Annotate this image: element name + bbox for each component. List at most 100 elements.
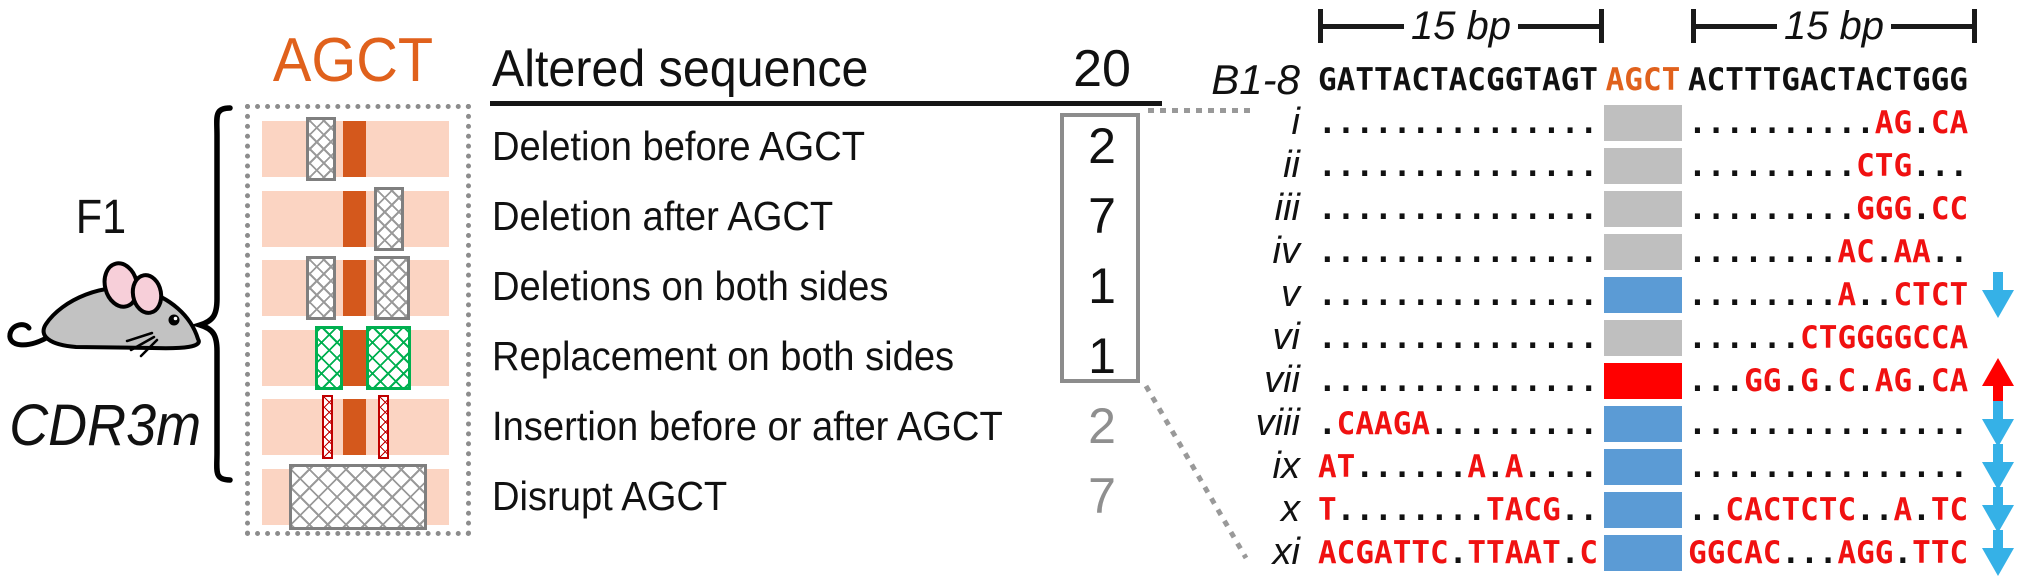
- reference-right-sequence: ACTTTGACTACTGGG: [1687, 61, 1968, 98]
- clone-left-sequence: ...............: [1318, 276, 1599, 313]
- clone-id: ii: [1283, 144, 1300, 186]
- clone-id: iii: [1274, 187, 1300, 229]
- clone-right-sequence: ..CACTCTC..A.TC: [1688, 491, 1969, 528]
- clone-left-sequence: ...............: [1318, 190, 1599, 227]
- alteration-label-replacement-both: Replacement on both sides: [492, 333, 955, 379]
- agct-stripe: [343, 260, 366, 316]
- clone-id: ix: [1272, 445, 1300, 487]
- alteration-label-insertion-both: Insertion before or after AGCT: [492, 403, 1003, 449]
- grouping-brace: [192, 105, 233, 483]
- clone-row-ii: ii............... .........CTG...: [1150, 144, 2030, 187]
- clone-right-sequence: ..........AG.CA: [1688, 104, 1969, 141]
- schematic-bar-disrupt: [262, 464, 449, 530]
- alteration-hatch-box: [306, 117, 336, 181]
- alteration-label-deletion-before: Deletion before AGCT: [492, 123, 866, 169]
- clone-left-sequence: ...............: [1318, 147, 1599, 184]
- reference-motif: AGCT: [1605, 61, 1681, 98]
- mouse-icon: [7, 261, 201, 358]
- clone-id: viii: [1255, 402, 1300, 444]
- header-rule: [490, 101, 1162, 106]
- clone-row-v: v............... ........A..CTCT: [1150, 271, 2030, 318]
- motif-box-gray: [1604, 319, 1683, 356]
- alteration-hatch-box: [322, 395, 333, 459]
- alteration-count-disrupt: 7: [1088, 468, 1116, 524]
- alteration-label-deletion-after: Deletion after AGCT: [492, 193, 834, 239]
- clone-id: xi: [1272, 531, 1300, 573]
- down-arrow-icon: [1980, 443, 2016, 490]
- total-count: 20: [1073, 40, 1131, 98]
- up-arrow-icon: [1980, 357, 2016, 404]
- clone-row-iii: iii........................GGG.CC: [1150, 187, 2030, 230]
- arrow-spacer: [1980, 315, 2016, 361]
- ruler-left-label: 15 bp: [1410, 3, 1512, 48]
- schematic-bar-deletion-both: [262, 256, 449, 320]
- alteration-count-deletion-after: 7: [1088, 188, 1116, 244]
- alteration-label-deletion-both: Deletions on both sides: [492, 263, 889, 309]
- mutation-schematic-panel: [245, 104, 471, 536]
- ruler-left: 15 bp: [1318, 3, 1605, 48]
- clone-right-sequence: ...............: [1688, 405, 1969, 442]
- clone-row-viii: viii .CAAGA........................: [1150, 400, 2030, 447]
- alteration-hatch-box: [378, 395, 389, 459]
- ruler-line: [1696, 23, 1777, 29]
- ruler-right: 15 bp: [1691, 3, 1978, 48]
- clone-left-sequence: .CAAGA.........: [1318, 405, 1599, 442]
- alteration-hatch-box: [306, 256, 336, 320]
- alteration-label-disrupt: Disrupt AGCT: [492, 473, 728, 519]
- clone-right-sequence: GGCAC...AGG.TTC: [1688, 534, 1969, 571]
- ruler-right-label: 15 bp: [1783, 3, 1885, 48]
- motif-box-red: [1604, 362, 1683, 399]
- ruler-line: [1323, 23, 1404, 29]
- clone-left-sequence: ...............: [1318, 233, 1599, 270]
- alteration-hatch-box: [374, 187, 404, 251]
- motif-box-gray: [1604, 147, 1683, 184]
- ruler-tick: [1691, 9, 1696, 43]
- motif-header-label: AGCT: [272, 26, 434, 95]
- motif-box-blue: [1604, 448, 1683, 485]
- down-arrow-icon: [1980, 271, 2016, 318]
- reference-left-sequence: GATTACTACGGTAGT: [1318, 61, 1598, 98]
- motif-box-blue: [1604, 534, 1683, 571]
- clone-row-xi: xi ACGATTC.TTAAT.C GGCAC...AGG.TTC: [1150, 529, 2030, 576]
- alteration-count-deletion-before: 2: [1088, 118, 1116, 174]
- reference-name: B1-8: [1211, 55, 1300, 103]
- schematic-bar-deletion-after: [262, 187, 449, 251]
- count-highlight-box: [1060, 113, 1140, 383]
- agct-stripe: [343, 330, 366, 386]
- motif-box-blue: [1604, 405, 1683, 442]
- clone-right-sequence: ...GG.G.C.AG.CA: [1688, 362, 1969, 399]
- alteration-hatch-box: [366, 326, 411, 390]
- motif-box-gray: [1604, 104, 1683, 141]
- clone-left-sequence: T........TACG..: [1318, 491, 1599, 528]
- clone-right-sequence: ........A..CTCT: [1688, 276, 1969, 313]
- clone-right-sequence: ........AC.AA..: [1688, 233, 1969, 270]
- clone-left-sequence: ...............: [1318, 319, 1599, 356]
- ruler-tick: [1972, 9, 1978, 43]
- arrow-spacer: [1980, 100, 2016, 146]
- motif-box-gray: [1604, 233, 1683, 270]
- clone-id: v: [1281, 273, 1300, 315]
- clone-row-iv: iv............... ........AC.AA..: [1150, 230, 2030, 273]
- clone-row-vii: vii..................GG.G.C.AG.CA: [1150, 357, 2030, 404]
- clone-id: iv: [1272, 230, 1300, 272]
- clone-id: vi: [1272, 316, 1300, 358]
- down-arrow-icon: [1980, 529, 2016, 576]
- clone-left-sequence: ACGATTC.TTAAT.C: [1318, 534, 1599, 571]
- clone-right-sequence: ...............: [1688, 448, 1969, 485]
- down-arrow-icon: [1980, 486, 2016, 533]
- clone-right-sequence: ......CTGGGGCCA: [1688, 319, 1969, 356]
- ruler-tick: [1599, 9, 1605, 43]
- alteration-count-insertion-both: 2: [1088, 398, 1116, 454]
- arrow-spacer: [1980, 229, 2016, 275]
- ruler-line: [1518, 23, 1600, 29]
- motif-box-blue: [1604, 276, 1683, 313]
- schematic-bar-replacement-both: [262, 326, 449, 390]
- clone-right-sequence: .........CTG...: [1688, 147, 1969, 184]
- schematic-bar-insertion-both: [262, 395, 449, 459]
- generation-label: F1: [75, 191, 127, 244]
